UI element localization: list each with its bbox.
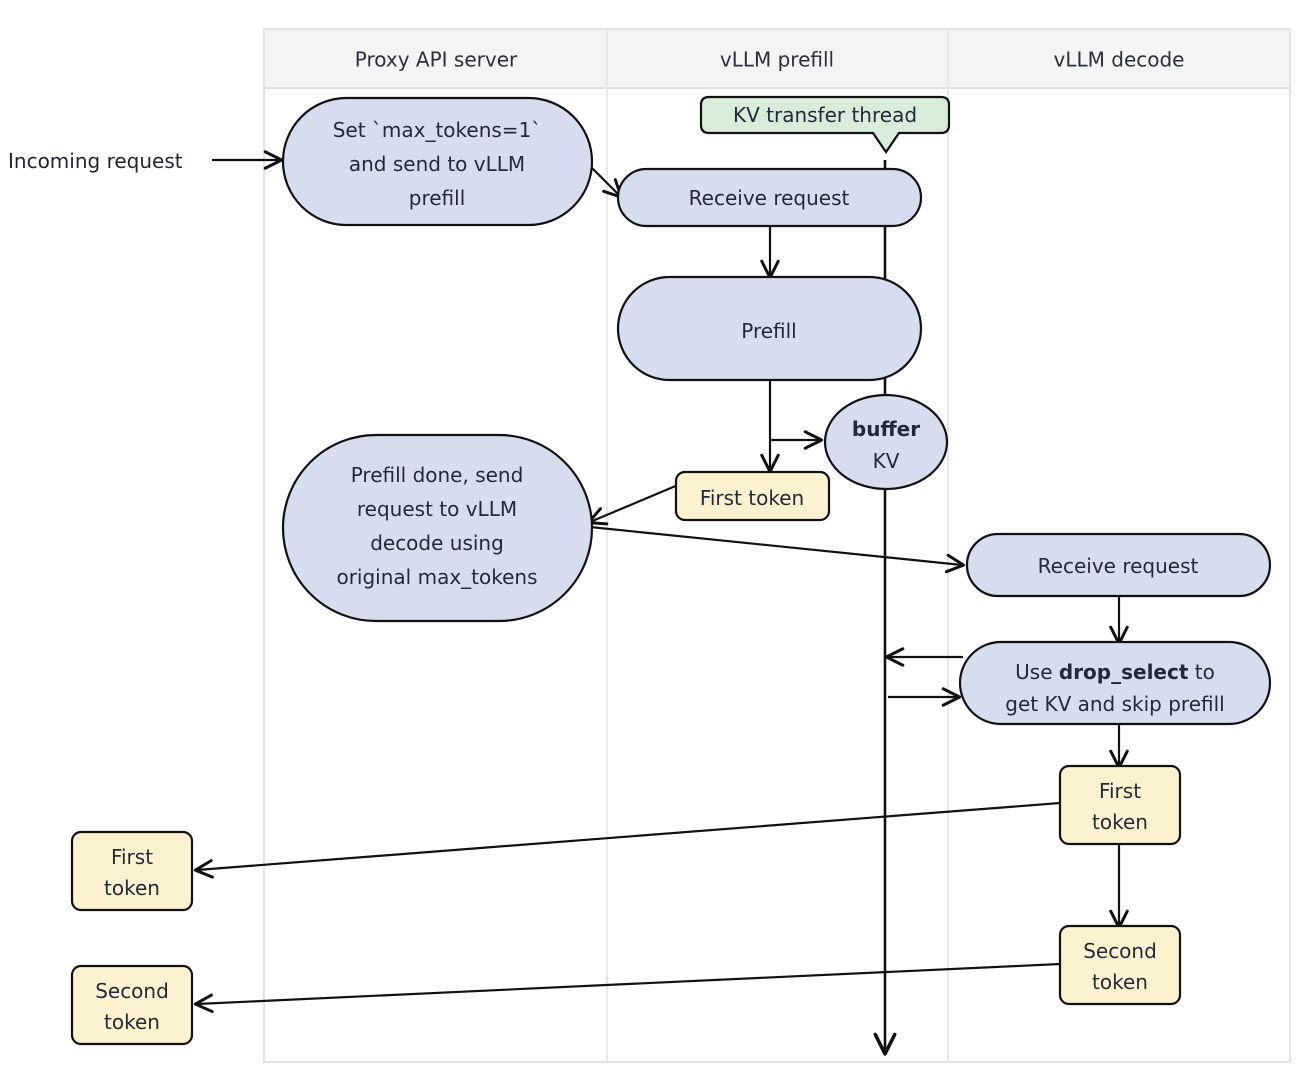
lane-frame <box>263 28 1291 1063</box>
node-proxy-first-token-line-0: First <box>111 845 153 869</box>
lane-header-proxy: Proxy API server <box>355 48 518 72</box>
drop-select-prefix: Use <box>1015 660 1059 684</box>
node-prefill-done-line-3: original max_tokens <box>336 565 537 589</box>
node-proxy-first-token-line-1: token <box>104 876 160 900</box>
edge-prefill-first-token-to-prefill-done <box>586 483 679 526</box>
node-prefill-first-token-label: First token <box>700 486 804 510</box>
node-decode-first-token-line-1: token <box>1092 810 1148 834</box>
node-prefill-done-line-1: request to vLLM <box>357 497 517 521</box>
node-buffer-kv[interactable]: buffer KV <box>823 393 949 491</box>
node-set-max-tokens-line-1: and send to vLLM <box>349 152 525 176</box>
node-prefill-done-line-0: Prefill done, send <box>351 463 524 487</box>
node-proxy-second-token-line-1: token <box>104 1010 160 1034</box>
node-proxy-second-token-line-0: Second <box>95 979 169 1003</box>
node-decode-second-token-line-1: token <box>1092 970 1148 994</box>
node-decode-receive-request-label: Receive request <box>1038 554 1199 578</box>
node-drop-select-line-1: get KV and skip prefill <box>1005 692 1224 716</box>
node-prefill-receive-request[interactable]: Receive request <box>616 167 923 228</box>
node-prefill-done-line-2: decode using <box>370 531 504 555</box>
node-kv-transfer-thread[interactable]: KV transfer thread <box>699 95 951 154</box>
incoming-request-text: Incoming request <box>8 149 183 173</box>
node-proxy-second-token[interactable]: Second token <box>70 964 194 1046</box>
lane-header-prefill: vLLM prefill <box>720 48 834 72</box>
node-buffer-kv-line-0: buffer <box>852 417 920 441</box>
drop-select-suffix: to <box>1188 660 1214 684</box>
node-set-max-tokens-line-2: prefill <box>409 186 466 210</box>
node-decode-second-token-line-0: Second <box>1083 939 1157 963</box>
node-decode-first-token[interactable]: First token <box>1058 764 1182 846</box>
node-decode-second-token[interactable]: Second token <box>1058 924 1182 1006</box>
node-prefill[interactable]: Prefill <box>616 275 923 382</box>
node-drop-select-line-0: Use drop_select to <box>1015 660 1215 684</box>
incoming-request-label: Incoming request <box>8 149 183 173</box>
edge-set-max-tokens-to-prefill-receive <box>591 167 623 199</box>
edge-decode-second-token-to-proxy-second-token <box>193 962 1061 1014</box>
node-proxy-first-token[interactable]: First token <box>70 830 194 912</box>
node-buffer-kv-line-1: KV <box>873 449 900 473</box>
node-set-max-tokens[interactable]: Set `max_tokens=1` and send to vLLM pref… <box>281 96 594 227</box>
lane-title-decode: vLLM decode <box>1054 48 1185 72</box>
node-prefill-receive-request-label: Receive request <box>689 186 850 210</box>
node-kv-transfer-thread-label: KV transfer thread <box>733 103 917 127</box>
lane-header-decode: vLLM decode <box>1054 48 1185 72</box>
lane-title-proxy: Proxy API server <box>355 48 518 72</box>
node-decode-receive-request[interactable]: Receive request <box>965 532 1272 598</box>
node-drop-select[interactable]: Use drop_select to get KV and skip prefi… <box>958 640 1272 726</box>
edge-prefill-done-to-decode-receive <box>589 525 966 574</box>
node-decode-first-token-line-0: First <box>1099 779 1141 803</box>
lane-title-prefill: vLLM prefill <box>720 48 834 72</box>
node-set-max-tokens-line-0: Set `max_tokens=1` <box>333 118 542 142</box>
drop-select-keyword: drop_select <box>1059 660 1189 684</box>
node-prefill-label: Prefill <box>741 319 797 343</box>
node-prefill-first-token[interactable]: First token <box>674 470 831 522</box>
node-prefill-done[interactable]: Prefill done, send request to vLLM decod… <box>281 433 594 623</box>
edge-decode-first-token-to-proxy-first-token <box>193 801 1061 879</box>
